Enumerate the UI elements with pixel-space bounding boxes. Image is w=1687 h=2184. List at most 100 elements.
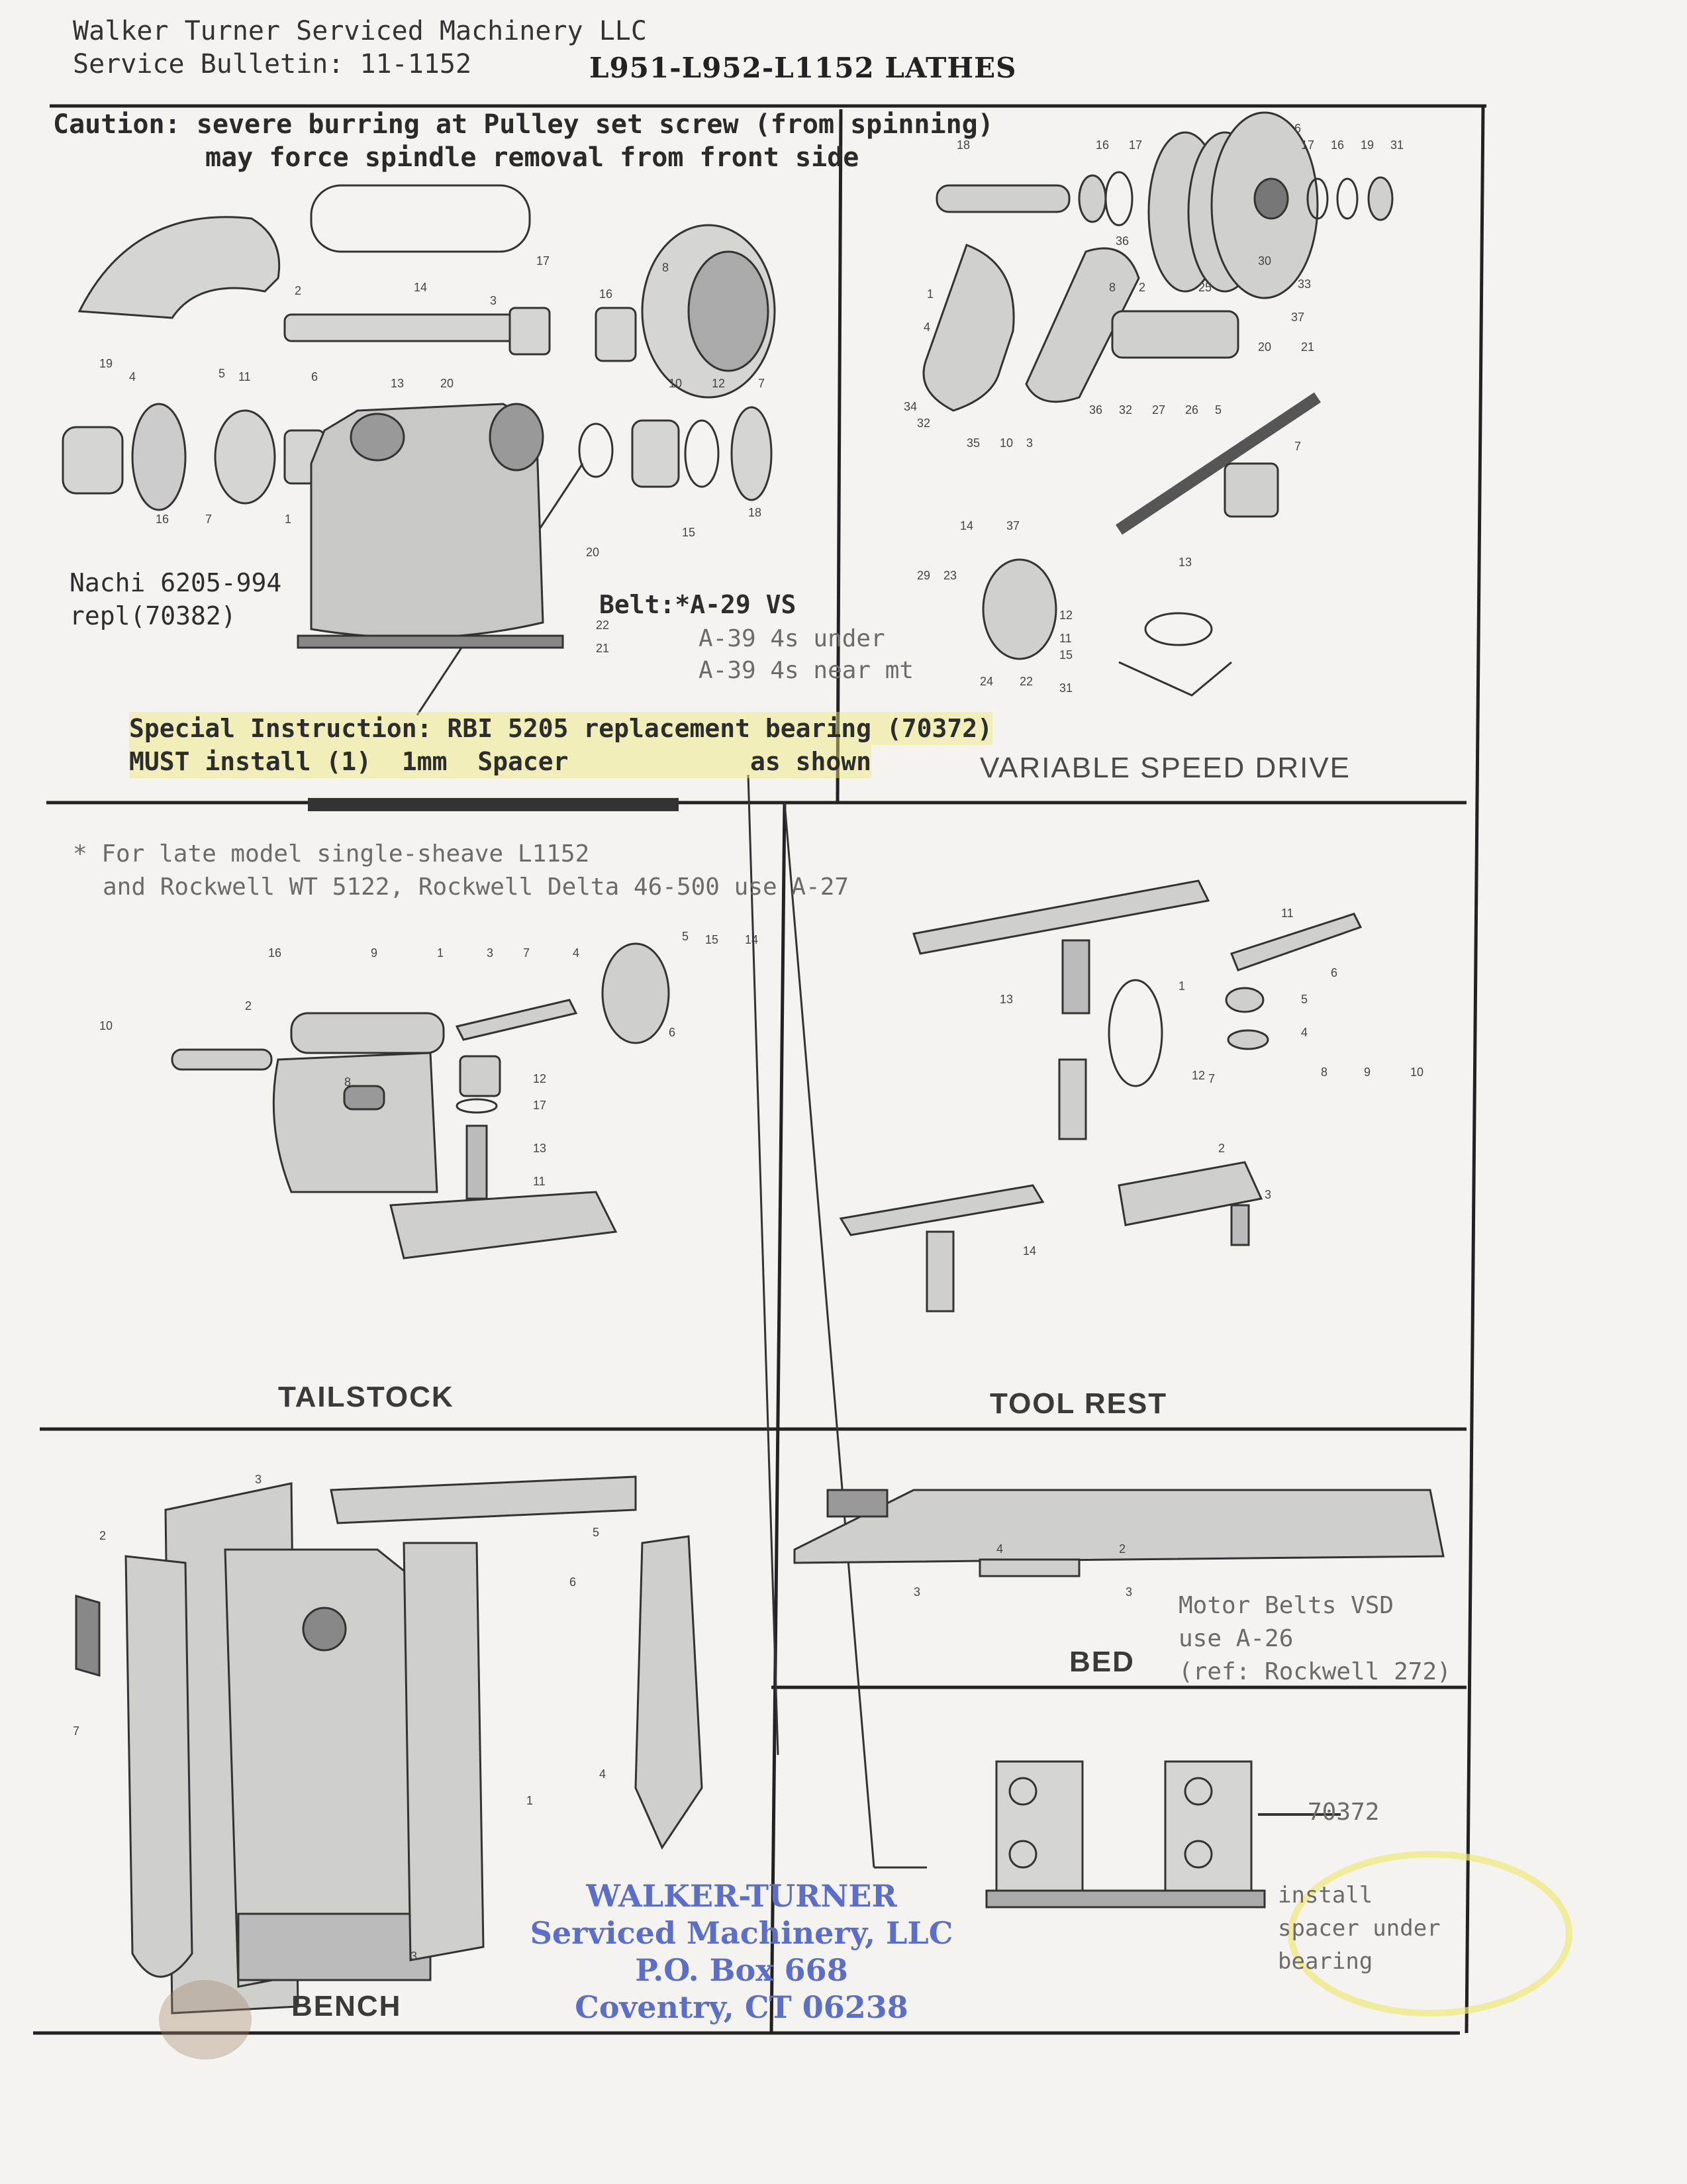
- motor-belt-note-line-1: Motor Belts VSD: [1179, 1592, 1394, 1619]
- svg-text:18: 18: [957, 138, 970, 152]
- belt-note-line-1: Belt:*A-29 VS: [599, 590, 796, 619]
- svg-text:25: 25: [1198, 281, 1212, 294]
- svg-text:14: 14: [414, 281, 427, 294]
- svg-text:22: 22: [1020, 675, 1033, 688]
- nachi-bearing-line-2: repl(70382): [70, 601, 236, 630]
- svg-text:29: 29: [917, 569, 930, 582]
- svg-text:5: 5: [593, 1526, 599, 1539]
- special-instruction-part-a: MUST install (1): [129, 747, 372, 776]
- svg-text:12: 12: [1192, 1069, 1205, 1082]
- svg-text:4: 4: [1301, 1026, 1308, 1039]
- svg-text:9: 9: [1364, 1066, 1371, 1079]
- svg-text:10: 10: [669, 377, 682, 390]
- bulletin-number: Service Bulletin: 11-1152: [73, 49, 472, 79]
- install-note-line-2: spacer under: [1278, 1915, 1441, 1942]
- late-model-note-line-1: * For late model single-sheave L1152: [73, 840, 590, 868]
- section-tool-rest: TOOL REST: [990, 1387, 1168, 1420]
- svg-text:1: 1: [927, 287, 934, 301]
- svg-text:4: 4: [924, 321, 930, 334]
- svg-text:2: 2: [1218, 1142, 1225, 1155]
- svg-text:15: 15: [705, 933, 718, 946]
- svg-text:11: 11: [238, 370, 251, 383]
- svg-text:13: 13: [1000, 993, 1013, 1006]
- svg-text:7: 7: [523, 946, 530, 960]
- svg-text:30: 30: [1258, 254, 1271, 268]
- svg-text:26: 26: [1185, 403, 1198, 417]
- svg-text:13: 13: [1179, 556, 1192, 569]
- svg-text:16: 16: [1331, 138, 1344, 152]
- svg-text:6: 6: [569, 1575, 576, 1589]
- svg-text:2: 2: [295, 284, 301, 297]
- svg-text:10: 10: [99, 1019, 113, 1032]
- svg-text:6: 6: [669, 1026, 675, 1039]
- stamp-line-2: Serviced Machinery, LLC: [530, 1915, 953, 1951]
- svg-text:16: 16: [1096, 138, 1109, 152]
- svg-text:6: 6: [311, 370, 318, 383]
- section-bench: BENCH: [291, 1990, 402, 2022]
- svg-text:3: 3: [914, 1585, 920, 1599]
- belt-note-line-2: A-39 4s under: [699, 625, 885, 652]
- svg-text:24: 24: [980, 675, 993, 688]
- svg-text:15: 15: [682, 526, 695, 539]
- svg-text:8: 8: [1321, 1066, 1327, 1079]
- svg-text:5: 5: [218, 367, 225, 380]
- svg-text:18: 18: [748, 506, 761, 519]
- svg-text:14: 14: [745, 933, 758, 946]
- section-variable-speed-drive: VARIABLE SPEED DRIVE: [980, 752, 1351, 784]
- section-bed: BED: [1069, 1646, 1135, 1678]
- svg-text:11: 11: [1281, 907, 1294, 920]
- svg-text:31: 31: [1390, 138, 1404, 152]
- svg-text:3: 3: [490, 294, 497, 307]
- svg-text:3: 3: [1126, 1585, 1132, 1599]
- svg-text:7: 7: [1294, 440, 1301, 453]
- special-instruction-line-1: Special Instruction: RBI 5205 replacemen…: [129, 712, 993, 745]
- svg-text:5: 5: [682, 930, 689, 943]
- company-stamp: WALKER-TURNER Serviced Machinery, LLC P.…: [503, 1877, 980, 2026]
- svg-text:1: 1: [526, 1794, 533, 1807]
- stamp-line-3: P.O. Box 668: [635, 1952, 848, 1988]
- svg-text:13: 13: [533, 1142, 546, 1155]
- svg-text:7: 7: [205, 513, 212, 526]
- svg-text:17: 17: [1129, 138, 1142, 152]
- nachi-bearing-line-1: Nachi 6205-994: [70, 568, 282, 597]
- page-title: L951-L952-L1152 LATHES: [589, 52, 1017, 84]
- svg-text:9: 9: [371, 946, 377, 960]
- svg-text:6: 6: [1294, 122, 1301, 135]
- svg-text:11: 11: [1059, 632, 1072, 645]
- svg-text:5: 5: [1301, 993, 1308, 1006]
- caution-line-1: Caution: severe burring at Pulley set sc…: [53, 109, 994, 140]
- section-tailstock: TAILSTOCK: [278, 1381, 454, 1413]
- svg-text:17: 17: [1301, 138, 1314, 152]
- svg-text:8: 8: [662, 261, 669, 274]
- svg-text:5: 5: [1215, 403, 1222, 417]
- svg-text:20: 20: [586, 546, 599, 559]
- svg-text:32: 32: [917, 417, 930, 430]
- special-instruction-part-b: 1mm Spacer: [401, 747, 569, 776]
- svg-text:3: 3: [487, 946, 493, 960]
- stamp-line-1: WALKER-TURNER: [586, 1878, 897, 1914]
- svg-text:23: 23: [943, 569, 957, 582]
- company-name: Walker Turner Serviced Machinery LLC: [73, 16, 647, 46]
- svg-text:1: 1: [285, 513, 291, 526]
- svg-text:17: 17: [533, 1099, 546, 1112]
- svg-text:2: 2: [1139, 281, 1145, 294]
- special-instruction-line-2: MUST install (1) 1mm Spacer as shown: [129, 745, 872, 778]
- svg-text:21: 21: [596, 642, 609, 655]
- caution-line-2: may force spindle removal from front sid…: [205, 142, 859, 173]
- svg-text:37: 37: [1006, 519, 1020, 532]
- svg-text:10: 10: [1410, 1066, 1423, 1079]
- svg-text:34: 34: [904, 400, 917, 413]
- svg-text:4: 4: [599, 1767, 606, 1781]
- svg-text:7: 7: [73, 1724, 79, 1738]
- svg-text:22: 22: [596, 619, 609, 632]
- svg-text:6: 6: [1331, 966, 1337, 979]
- motor-belt-note-line-2: use A-26: [1179, 1625, 1294, 1652]
- svg-text:3: 3: [1026, 436, 1033, 450]
- motor-belt-note-line-3: (ref: Rockwell 272): [1179, 1658, 1451, 1685]
- svg-text:14: 14: [960, 519, 973, 532]
- svg-text:13: 13: [391, 377, 404, 390]
- special-instruction-part-c: as shown: [750, 747, 872, 776]
- svg-text:1: 1: [437, 946, 444, 960]
- bearing-part-number: 70372: [1308, 1799, 1380, 1826]
